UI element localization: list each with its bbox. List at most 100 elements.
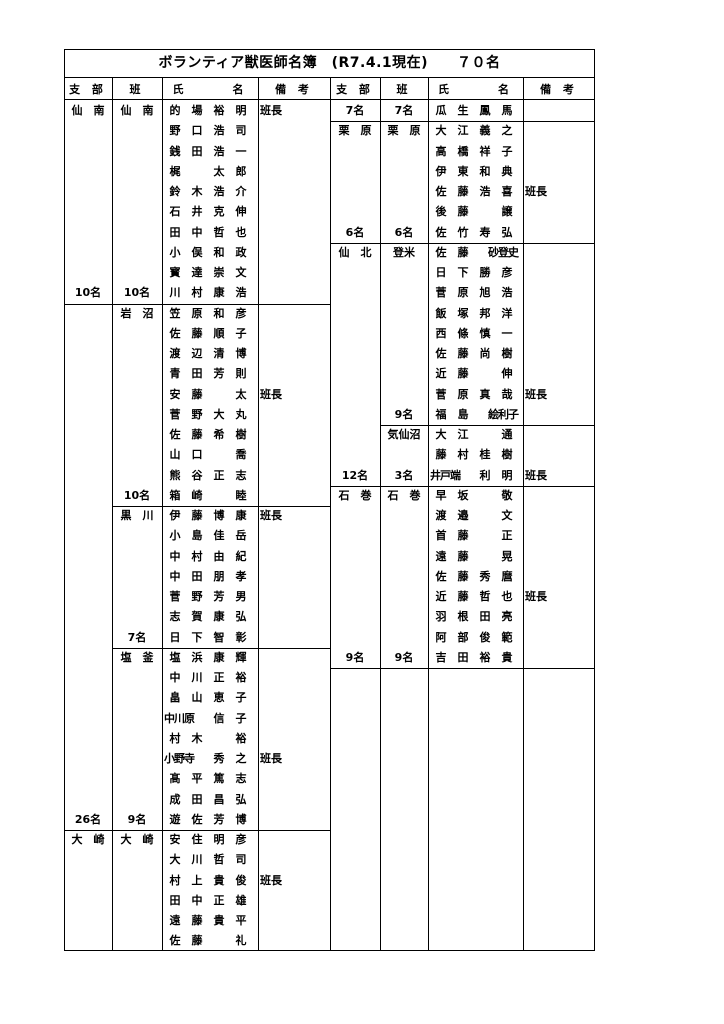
left-name-cell: 鈴木浩介: [164, 182, 256, 202]
section-divider: [64, 830, 330, 831]
left-name-cell: 小島佳岳: [164, 526, 256, 546]
header-divider: [64, 99, 595, 100]
header-branch-right: 支 部: [336, 83, 374, 96]
left-name-cell: 塩浜康輝: [164, 648, 256, 668]
name-char: 遠: [435, 550, 447, 563]
name-char: 佐: [435, 570, 447, 583]
left-group-cell: 岩 沼: [120, 307, 154, 320]
section-divider: [330, 486, 595, 487]
name-char: 文: [235, 266, 247, 279]
column-line: [330, 77, 331, 951]
name-char: 明: [213, 833, 225, 846]
name-char: 哲: [479, 590, 491, 603]
name-char: 寿: [479, 226, 491, 239]
left-name-cell: 小野寺秀之: [164, 749, 256, 769]
name-char: 信: [213, 712, 225, 725]
header-name-right: 氏 名: [438, 83, 513, 96]
name-char: 中川原: [164, 712, 195, 725]
name-char: 田: [169, 226, 181, 239]
left-note-cell: 班長: [260, 874, 282, 887]
name-char: 中: [191, 894, 203, 907]
name-char: 浩: [501, 286, 513, 299]
name-char: 塚: [457, 307, 469, 320]
column-line: [428, 77, 429, 951]
right-name-cell: 佐藤尚樹: [430, 344, 521, 364]
name-char: 田: [191, 145, 203, 158]
name-char: 川: [191, 671, 203, 684]
right-name-cell: 吉田裕貴: [430, 648, 521, 668]
name-char: 克: [213, 205, 225, 218]
right-name-cell: 佐藤砂登史: [430, 243, 521, 263]
name-char: 芳: [213, 367, 225, 380]
name-char: 彰: [235, 631, 247, 644]
name-char: 通: [501, 428, 513, 441]
name-char: 祥: [479, 145, 491, 158]
left-name-cell: 佐藤礼: [164, 931, 256, 951]
name-char: 東: [457, 165, 469, 178]
right-name-cell: 菅原真哉: [430, 385, 521, 405]
name-char: 雄: [235, 894, 247, 907]
left-name-cell: 安住明彦: [164, 830, 256, 850]
name-char: 明: [501, 469, 513, 482]
left-group-cell: 黒 川: [120, 509, 154, 522]
left-name-cell: 野口浩司: [164, 121, 256, 141]
left-name-cell: 箱崎睦: [164, 486, 256, 506]
name-char: 志: [235, 772, 247, 785]
name-char: 賀: [191, 610, 203, 623]
right-name-cell: 菅原旭浩: [430, 283, 521, 303]
right-name-cell: 近藤伸: [430, 364, 521, 384]
name-char: 後: [435, 205, 447, 218]
name-char: 大: [213, 408, 225, 421]
name-char: 部: [457, 631, 469, 644]
name-char: 熊: [169, 469, 181, 482]
page-title: ボランティア獣医師名簿 (R7.4.1現在) ７０名: [158, 55, 501, 71]
name-char: 藤: [457, 529, 469, 542]
name-char: 近: [435, 367, 447, 380]
name-char: 達: [191, 266, 203, 279]
name-char: 住: [191, 833, 203, 846]
left-name-cell: 小俣和政: [164, 243, 256, 263]
name-char: 秀: [213, 752, 225, 765]
name-char: 志: [235, 469, 247, 482]
name-char: 下: [191, 631, 203, 644]
left-name-cell: 熊谷正志: [164, 466, 256, 486]
left-name-cell: 川村康浩: [164, 283, 256, 303]
name-char: 笠: [169, 307, 181, 320]
name-char: 真: [479, 388, 491, 401]
name-char: 下: [457, 266, 469, 279]
name-char: 飯: [435, 307, 447, 320]
name-char: 成: [169, 793, 181, 806]
right-branch-cell: 栗 原: [338, 124, 372, 137]
name-char: 石: [169, 205, 181, 218]
name-char: 村: [169, 874, 181, 887]
name-char: 藤: [457, 246, 469, 259]
name-char: 藤: [457, 347, 469, 360]
left-name-cell: 渡辺清博: [164, 344, 256, 364]
name-char: 哉: [501, 388, 513, 401]
name-char: 博: [213, 509, 225, 522]
name-char: 井戸端: [430, 469, 461, 482]
right-name-cell: 佐竹寿弘: [430, 223, 521, 243]
name-char: 原: [457, 286, 469, 299]
name-char: 麿: [501, 570, 513, 583]
name-char: 浩: [213, 145, 225, 158]
name-char: 大: [435, 428, 447, 441]
name-char: 喬: [235, 448, 247, 461]
right-name-cell: 後藤譲: [430, 202, 521, 222]
name-char: 裕: [235, 732, 247, 745]
left-branch-cell: 26名: [74, 813, 102, 826]
name-char: 中: [169, 570, 181, 583]
left-name-cell: 石井克伸: [164, 202, 256, 222]
name-char: 哲: [213, 853, 225, 866]
name-char: 野: [191, 590, 203, 603]
name-char: 彦: [235, 307, 247, 320]
title-divider: [64, 77, 595, 78]
column-line: [162, 77, 163, 951]
name-char: 島: [457, 408, 469, 421]
name-char: 尚: [479, 347, 491, 360]
table-top-border: [64, 49, 595, 50]
header-name-left: 氏 名: [172, 83, 248, 96]
name-char: 生: [457, 104, 469, 117]
column-line: [258, 77, 259, 951]
name-char: 正: [213, 894, 225, 907]
